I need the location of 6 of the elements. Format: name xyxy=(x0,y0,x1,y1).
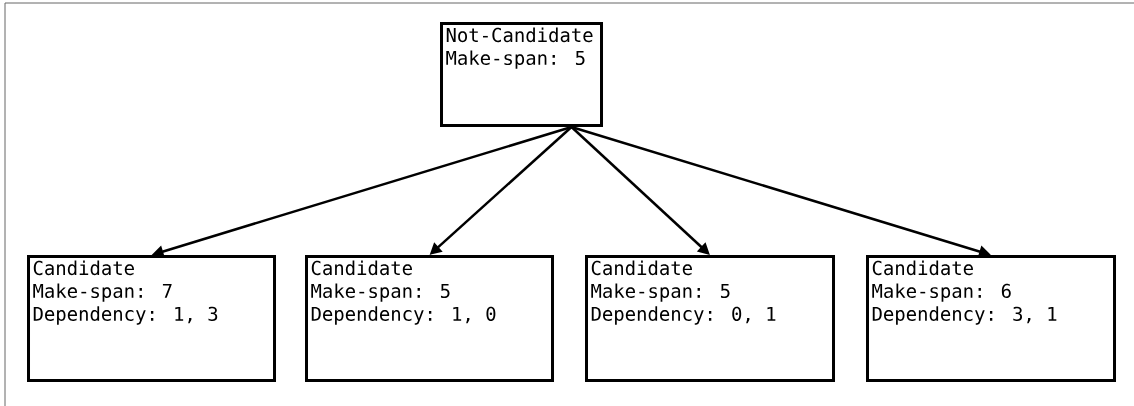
state-box: Not-Candidate Make-span: 5 xyxy=(440,22,603,127)
state-box: Candidate Make-span: 7 Dependency: 1, 3 xyxy=(27,255,276,382)
state-box: Candidate Make-span: 6 Dependency: 3, 1 xyxy=(866,255,1116,382)
state-box: Candidate Make-span: 5 Dependency: 0, 1 xyxy=(585,255,835,382)
state-box: Candidate Make-span: 5 Dependency: 1, 0 xyxy=(305,255,554,382)
arrow xyxy=(570,126,710,255)
